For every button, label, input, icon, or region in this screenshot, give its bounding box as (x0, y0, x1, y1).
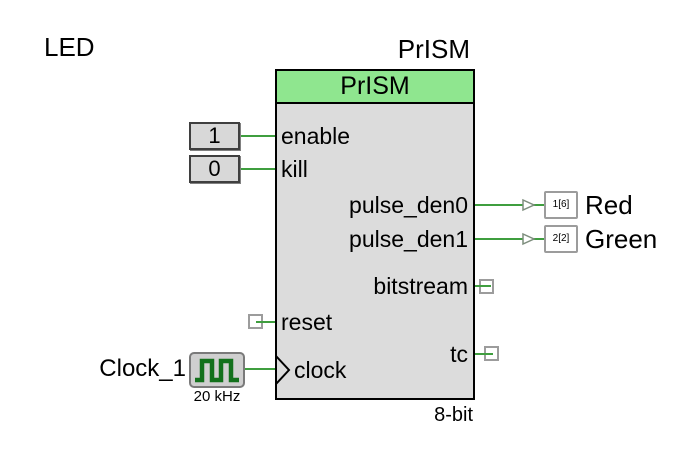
bus-width-label: 8-bit (434, 404, 473, 426)
clock-component[interactable] (189, 352, 245, 388)
wire-enable[interactable] (240, 135, 275, 137)
logic-low-value: 0 (208, 156, 221, 181)
pin-assignment-green: 2[2] (552, 233, 570, 244)
drive-arrow-icon (522, 232, 536, 246)
pin-component-red[interactable]: 1[6] (544, 191, 578, 219)
port-label-tc: tc (450, 341, 468, 367)
wire-kill[interactable] (240, 168, 275, 170)
prism-component-block[interactable]: PrISM (275, 69, 475, 400)
page-annotation-label: LED (44, 32, 95, 62)
port-label-bitstream: bitstream (373, 273, 468, 299)
clock-chevron-icon (276, 355, 291, 385)
pin-component-green[interactable]: 2[2] (544, 225, 578, 253)
port-label-kill: kill (281, 156, 308, 182)
clock-instance-label: Clock_1 (99, 355, 186, 382)
wire-bitstream-stub[interactable] (475, 285, 491, 287)
logic-high-component[interactable]: 1 (189, 122, 240, 150)
wire-pulse-den1[interactable] (475, 238, 545, 240)
port-label-pulse-den0: pulse_den0 (349, 192, 468, 218)
port-label-clock: clock (294, 357, 347, 383)
port-label-enable: enable (281, 123, 351, 149)
port-label-pulse-den1: pulse_den1 (349, 226, 468, 252)
wire-pulse-den0[interactable] (475, 204, 545, 206)
drive-arrow-icon (522, 198, 536, 212)
logic-low-component[interactable]: 0 (189, 155, 240, 183)
pin-assignment-red: 1[6] (552, 199, 570, 210)
port-label-reset: reset (281, 309, 333, 335)
component-instance-label: PrISM (397, 34, 470, 64)
logic-high-value: 1 (208, 123, 221, 148)
pin-label-green: Green (585, 224, 658, 254)
component-header: PrISM (277, 71, 473, 104)
clock-frequency-label: 20 kHz (193, 388, 241, 405)
clock-waveform-icon (195, 358, 239, 382)
pin-label-red: Red (585, 190, 633, 220)
wire-tc-stub[interactable] (475, 353, 493, 355)
wire-clock[interactable] (243, 368, 275, 370)
wire-reset-stub[interactable] (256, 321, 275, 323)
